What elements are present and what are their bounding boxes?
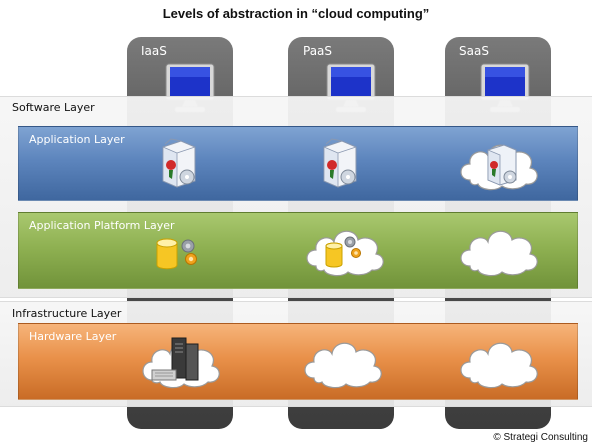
paas-label: PaaS (303, 44, 333, 58)
paas-hardware-cloud-icon (304, 342, 382, 389)
iaas-monitor-icon (165, 63, 215, 113)
iaas-label: IaaS (141, 44, 167, 58)
application-platform-layer-label: Application Platform Layer (29, 219, 175, 232)
application-layer-label: Application Layer (29, 133, 125, 146)
paas-cloud-database-icon (306, 230, 384, 277)
hardware-layer-label: Hardware Layer (29, 330, 117, 343)
iaas-cloud-server-icon (142, 337, 220, 389)
saas-label: SaaS (459, 44, 489, 58)
iaas-database-gear-icon (156, 238, 197, 270)
saas-cloud-software-icon (460, 144, 538, 191)
saas-hardware-cloud-icon (460, 342, 538, 389)
infrastructure-layer-title: Infrastructure Layer (12, 307, 122, 320)
software-layer-title: Software Layer (12, 101, 95, 114)
paas-software-box-icon (323, 138, 357, 188)
iaas-software-box-icon (162, 138, 196, 188)
diagram-title: Levels of abstraction in “cloud computin… (162, 6, 430, 21)
copyright-text: © Strategi Consulting (493, 432, 588, 443)
saas-platform-cloud-icon (460, 230, 538, 277)
